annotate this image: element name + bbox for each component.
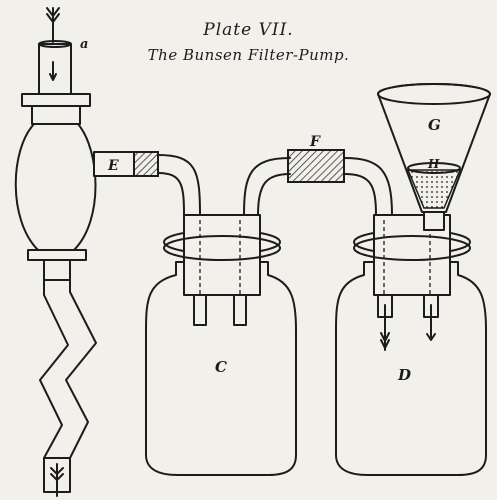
arrow-feather-icon	[46, 7, 60, 23]
bottle-d-body	[335, 261, 487, 476]
pump-bulb	[14, 123, 97, 251]
label-e: E	[107, 158, 119, 174]
outlet-zigzag-outer	[39, 279, 69, 459]
outflow-arrow	[50, 463, 64, 497]
tube-e-c-outer	[157, 154, 201, 216]
funnel-stem	[423, 211, 445, 231]
connector-e	[133, 151, 159, 177]
filter-h-surface	[407, 162, 461, 174]
bottle-d-arrow-right	[426, 304, 436, 341]
label-g: G	[428, 116, 441, 134]
tube-c-f-outer	[243, 157, 291, 216]
bottle-d-arrow-left	[380, 304, 390, 351]
connector-f	[287, 149, 345, 183]
bottle-c-stopper	[183, 214, 261, 296]
bottle-c-tube-left	[193, 294, 207, 326]
tube-e-c-inner	[157, 172, 185, 216]
label-h: H	[427, 157, 440, 171]
pump-neck	[31, 105, 81, 125]
label-c: C	[215, 358, 227, 376]
bottle-c	[145, 214, 297, 476]
tube-flow-arrow	[49, 61, 57, 81]
pump-collar-top	[21, 93, 91, 107]
bottle-d	[335, 214, 487, 476]
outlet-zigzag-inner	[65, 279, 97, 459]
tube-c-f-inner	[257, 173, 291, 216]
filter-h-sediment	[406, 169, 462, 209]
label-d: D	[397, 366, 411, 384]
water-aspirator-pump	[14, 7, 135, 497]
pump-outlet-neck	[43, 259, 71, 281]
inlet-tube-a	[38, 43, 72, 95]
bottle-c-tube-right	[233, 294, 247, 326]
bottle-c-body	[145, 261, 297, 476]
tube-f-d-outer	[343, 157, 393, 216]
label-a: a	[80, 37, 88, 52]
funnel-g	[377, 83, 491, 231]
label-f: F	[309, 134, 321, 150]
tube-f-d-inner	[343, 173, 377, 216]
pump-collar-bottom	[27, 249, 87, 261]
pump-side-arm	[93, 151, 135, 177]
plate-subtitle: The Bunsen Filter-Pump.	[147, 46, 350, 64]
plate-title: Plate VII.	[203, 20, 294, 40]
